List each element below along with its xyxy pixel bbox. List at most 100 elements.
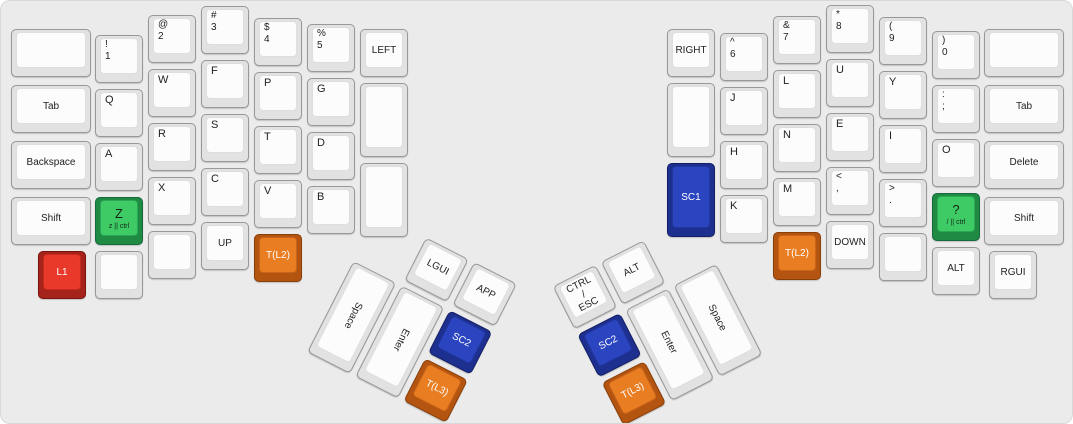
key-top: E (831, 116, 869, 152)
key-num-1[interactable]: !1 (95, 35, 143, 83)
key-legend: T(L2) (785, 247, 809, 259)
key-blank-inner-left-top[interactable] (360, 83, 408, 157)
key-letter-u[interactable]: U (826, 59, 874, 107)
key-top: RGUI (994, 254, 1032, 290)
key-legend: O (942, 144, 951, 156)
key-arrow-up[interactable]: UP (201, 222, 249, 270)
key-delete[interactable]: Delete (984, 141, 1064, 189)
key-letter-e[interactable]: E (826, 113, 874, 161)
key-legend: DOWN (834, 236, 866, 248)
key-top: C (206, 171, 244, 207)
key-tab-left[interactable]: Tab (11, 85, 91, 133)
key-rgui[interactable]: RGUI (989, 251, 1037, 299)
key-toggle-l2-right[interactable]: T(L2) (773, 232, 821, 280)
key-legend: P (264, 77, 272, 89)
key-letter-n[interactable]: N (773, 124, 821, 172)
key-num-9[interactable]: (9 (879, 17, 927, 65)
key-letter-w[interactable]: W (148, 69, 196, 117)
key-letter-i[interactable]: I (879, 125, 927, 173)
key-top: DOWN (831, 224, 869, 260)
key-letter-k[interactable]: K (720, 195, 768, 243)
key-top (100, 254, 138, 290)
key-letter-t[interactable]: T (254, 126, 302, 174)
key-letter-a[interactable]: A (95, 143, 143, 191)
key-letter-y[interactable]: Y (879, 71, 927, 119)
key-blank-bottom-left-1[interactable] (95, 251, 143, 299)
key-legend: Tab (1015, 100, 1033, 112)
key-num-5[interactable]: %5 (307, 24, 355, 72)
key-toggle-l2-left[interactable]: T(L2) (254, 234, 302, 282)
key-legend: @ (158, 19, 169, 30)
key-arrow-down[interactable]: DOWN (826, 221, 874, 269)
key-letter-q[interactable]: Q (95, 89, 143, 137)
key-num-8[interactable]: *8 (826, 5, 874, 53)
key-blank-bottom-left-2[interactable] (148, 231, 196, 279)
key-comma[interactable]: <, (826, 167, 874, 215)
key-letter-f[interactable]: F (201, 60, 249, 108)
key-num-0[interactable]: )0 (932, 31, 980, 79)
key-blank-top-outer-right[interactable] (984, 29, 1064, 77)
key-letter-g[interactable]: G (307, 78, 355, 126)
key-letter-v[interactable]: V (254, 180, 302, 228)
key-legend: L1 (56, 266, 68, 278)
key-period[interactable]: >. (879, 179, 927, 227)
key-legend: SC2 (596, 333, 620, 352)
key-letter-h[interactable]: H (720, 141, 768, 189)
key-num-2[interactable]: @2 (148, 15, 196, 63)
key-question[interactable]: ?/ || ctrl (932, 193, 980, 241)
key-arrow-right[interactable]: RIGHT (667, 29, 715, 77)
key-legend: K (730, 200, 738, 212)
key-top: D (312, 135, 350, 171)
key-blank-top-outer-left[interactable] (11, 29, 91, 77)
key-legend: & (783, 20, 790, 31)
key-letter-o[interactable]: O (932, 139, 980, 187)
key-top: SC2 (436, 315, 487, 365)
key-letter-d[interactable]: D (307, 132, 355, 180)
key-num-6[interactable]: ^6 (720, 33, 768, 81)
key-letter-b[interactable]: B (307, 186, 355, 234)
key-semicolon[interactable]: :; (932, 85, 980, 133)
key-top: X (153, 180, 191, 216)
key-arrow-left[interactable]: LEFT (360, 29, 408, 77)
key-backspace[interactable]: Backspace (11, 141, 91, 189)
key-shift-left[interactable]: Shift (11, 197, 91, 245)
key-num-3[interactable]: #3 (201, 6, 249, 54)
key-legend: SC1 (681, 191, 701, 203)
key-letter-j[interactable]: J (720, 87, 768, 135)
key-sc1[interactable]: SC1 (667, 163, 715, 237)
key-legend: 4 (264, 34, 270, 45)
key-legend: , (836, 183, 839, 194)
key-top: %5 (312, 27, 350, 63)
key-num-4[interactable]: $4 (254, 18, 302, 66)
key-legend: 3 (211, 22, 217, 33)
key-legend: ! (105, 39, 108, 50)
key-blank-inner-left-bottom[interactable] (360, 163, 408, 237)
key-letter-p[interactable]: P (254, 72, 302, 120)
key-top: K (725, 198, 763, 234)
key-legend: D (317, 137, 325, 149)
key-legend: LGUI (425, 256, 451, 278)
key-tab-right[interactable]: Tab (984, 85, 1064, 133)
key-alt-right[interactable]: ALT (932, 247, 980, 295)
key-letter-r[interactable]: R (148, 123, 196, 171)
key-legend: / || ctrl (946, 218, 966, 226)
key-letter-l[interactable]: L (773, 70, 821, 118)
key-top: Delete (989, 144, 1059, 180)
key-top: Tab (989, 88, 1059, 124)
key-letter-m[interactable]: M (773, 178, 821, 226)
key-blank-inner-right-top[interactable] (667, 83, 715, 157)
key-letter-s[interactable]: S (201, 114, 249, 162)
key-top: T(L2) (259, 237, 297, 273)
key-top: W (153, 72, 191, 108)
key-legend: Y (889, 76, 897, 88)
key-letter-c[interactable]: C (201, 168, 249, 216)
key-layer-l1[interactable]: L1 (38, 251, 86, 299)
key-top: >. (884, 182, 922, 218)
key-blank-bottom-right[interactable] (879, 233, 927, 281)
key-num-7[interactable]: &7 (773, 16, 821, 64)
key-letter-x[interactable]: X (148, 177, 196, 225)
key-shift-right[interactable]: Shift (984, 197, 1064, 245)
